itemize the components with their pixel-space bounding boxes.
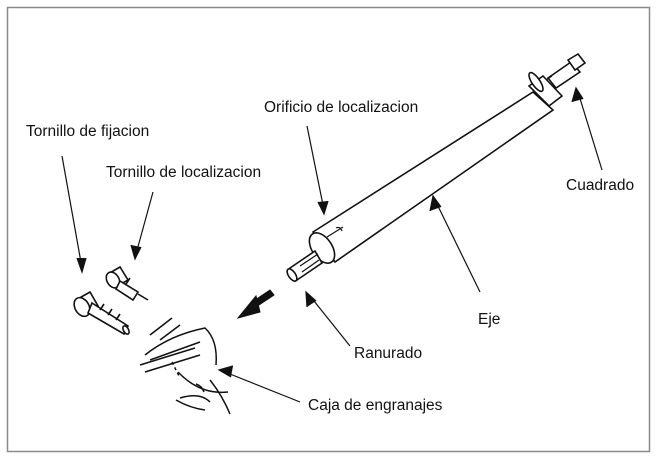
label-caja-de-engranajes: Caja de engranajes: [308, 397, 443, 414]
shaft-details: [299, 75, 553, 273]
locating-screw: [105, 265, 149, 302]
removal-arrow-icon: [236, 289, 275, 319]
leader-lines: [61, 86, 603, 403]
label-eje: Eje: [478, 311, 501, 328]
label-ranurado: Ranurado: [354, 345, 423, 362]
diagram-border: [6, 6, 651, 453]
label-tornillo-de-fijacion: Tornillo de fijacion: [26, 123, 150, 140]
shaft: [286, 52, 587, 282]
fixing-screw: [73, 290, 130, 336]
label-cuadrado: Cuadrado: [566, 177, 635, 194]
label-orificio-de-localizacion: Orificio de localizacion: [264, 99, 419, 116]
gearbox: [139, 317, 231, 415]
label-tornillo-de-localizacion: Tornillo de localizacion: [106, 164, 262, 181]
